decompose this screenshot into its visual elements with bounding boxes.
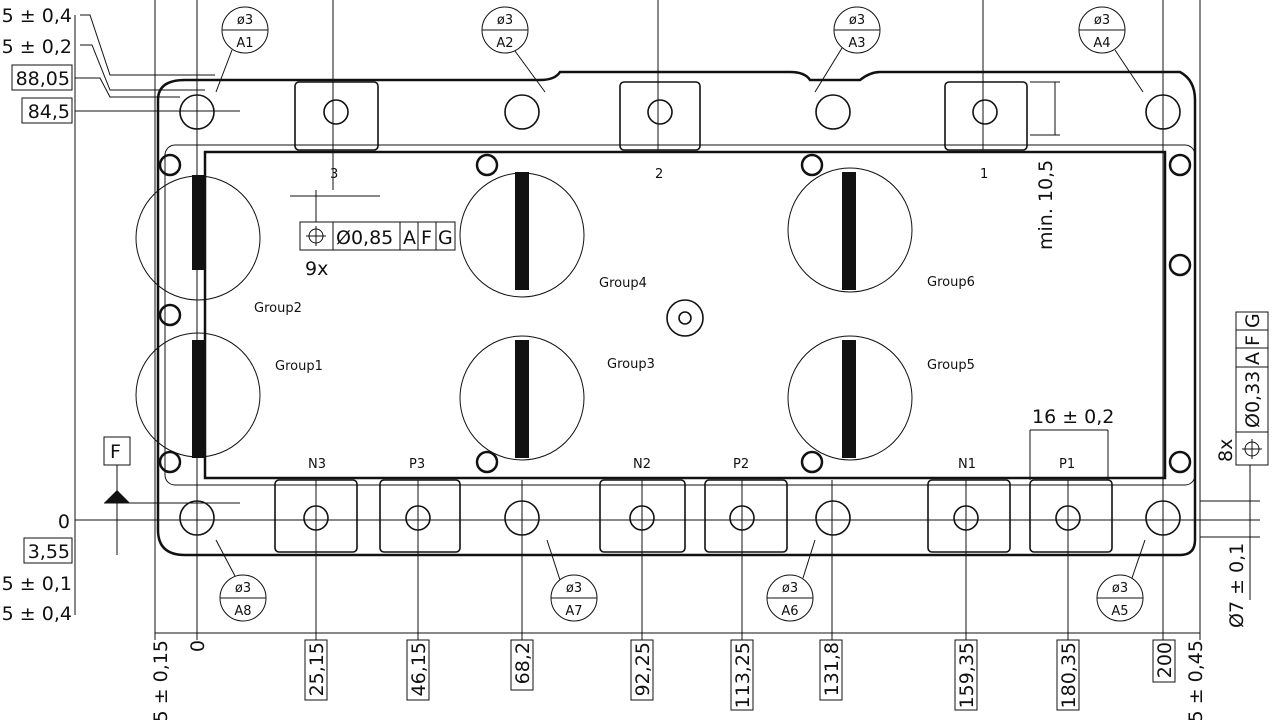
terminal-3-label: 3	[330, 167, 338, 182]
svg-text:A: A	[403, 227, 416, 249]
svg-text:46,15: 46,15	[408, 642, 430, 696]
svg-text:25 ± 0,1: 25 ± 0,1	[0, 573, 72, 595]
svg-text:ø3: ø3	[237, 13, 253, 28]
svg-text:A2: A2	[496, 36, 513, 51]
position-symbol-icon	[1242, 439, 1262, 459]
terminal-2-label: 2	[655, 167, 663, 182]
bottom-dimensions: 5 ± 0,15 0 25,15 46,15 68,2 92,25 113,25…	[150, 639, 1207, 720]
terminal-1-label: 1	[980, 167, 988, 182]
terminal-p1-label: P1	[1059, 457, 1075, 472]
svg-text:92,25: 92,25	[632, 642, 654, 696]
left-dimensions: 25 ± 0,4 75 ± 0,2 88,05 84,5 0 3,55 25 ±…	[0, 5, 215, 625]
svg-text:200: 200	[1154, 642, 1176, 678]
svg-text:8x: 8x	[1215, 439, 1237, 462]
group-circles: Group2 Group1 Group4 Group3 Group6 Group…	[135, 167, 975, 461]
svg-text:ø3: ø3	[235, 581, 251, 596]
svg-text:16 ± 0,2: 16 ± 0,2	[1032, 406, 1114, 428]
position-tolerance-frame-right: G F A Ø0,33	[1235, 311, 1269, 466]
terminal-n1-label: N1	[958, 457, 976, 472]
svg-text:F: F	[1242, 335, 1264, 346]
svg-text:A8: A8	[234, 604, 251, 619]
svg-text:ø3: ø3	[1112, 581, 1128, 596]
svg-text:F: F	[110, 441, 121, 463]
svg-text:A4: A4	[1093, 36, 1110, 51]
svg-text:25,15: 25,15	[306, 642, 328, 696]
position-symbol-icon	[306, 226, 326, 246]
terminal-p3-label: P3	[409, 457, 425, 472]
svg-text:0: 0	[187, 640, 209, 652]
svg-text:68,2: 68,2	[512, 642, 534, 684]
svg-text:F: F	[421, 227, 432, 249]
terminal-n2-label: N2	[633, 457, 651, 472]
position-tolerance-frame-inner: Ø0,85 A F G 9x	[290, 190, 456, 280]
mounting-holes	[158, 94, 1192, 536]
svg-text:G: G	[1242, 313, 1264, 328]
svg-text:Ø7 ± 0,1: Ø7 ± 0,1	[1226, 543, 1248, 628]
svg-text:ø3: ø3	[566, 581, 582, 596]
svg-text:ø3: ø3	[1094, 13, 1110, 28]
group4-label: Group4	[599, 276, 647, 291]
svg-text:A1: A1	[236, 36, 253, 51]
svg-text:A7: A7	[565, 604, 582, 619]
svg-text:min. 10,5: min. 10,5	[1035, 160, 1057, 250]
svg-text:159,35: 159,35	[956, 642, 978, 708]
svg-text:131,8: 131,8	[821, 642, 843, 696]
svg-text:A: A	[1242, 352, 1264, 365]
terminal-n3-label: N3	[308, 457, 326, 472]
svg-text:3,55: 3,55	[28, 541, 70, 563]
svg-text:25 ± 0,4: 25 ± 0,4	[0, 5, 72, 27]
terminal-labels: 3 2 1 N3 P3 N2 P2 N1 P1	[308, 167, 1075, 472]
svg-text:0: 0	[58, 511, 70, 533]
svg-text:ø3: ø3	[782, 581, 798, 596]
group3-label: Group3	[607, 357, 655, 372]
svg-text:75 ± 0,4: 75 ± 0,4	[0, 603, 72, 625]
svg-text:84,5: 84,5	[28, 101, 70, 123]
group1-label: Group1	[275, 359, 323, 374]
svg-text:A6: A6	[781, 604, 798, 619]
svg-text:Ø0,33: Ø0,33	[1242, 371, 1264, 428]
group6-label: Group6	[927, 275, 975, 290]
svg-text:5 ± 0,45: 5 ± 0,45	[1185, 640, 1207, 720]
svg-text:A5: A5	[1111, 604, 1128, 619]
terminal-p2-label: P2	[733, 457, 749, 472]
group2-label: Group2	[254, 301, 302, 316]
svg-text:G: G	[438, 227, 453, 249]
svg-text:ø3: ø3	[849, 13, 865, 28]
right-dimensions: min. 10,5 8x Ø7 ± 0,1 G F A Ø0,33	[1035, 160, 1269, 628]
svg-text:Ø0,85: Ø0,85	[336, 227, 393, 249]
svg-text:ø3: ø3	[497, 13, 513, 28]
svg-text:113,25: 113,25	[732, 642, 754, 708]
svg-text:5 ± 0,15: 5 ± 0,15	[150, 640, 172, 720]
group5-label: Group5	[927, 358, 975, 373]
svg-text:A3: A3	[848, 36, 865, 51]
datum-f: F	[103, 436, 240, 555]
svg-text:9x: 9x	[305, 258, 328, 280]
svg-text:75 ± 0,2: 75 ± 0,2	[0, 36, 72, 58]
svg-text:88,05: 88,05	[16, 68, 70, 90]
svg-text:180,35: 180,35	[1058, 642, 1080, 708]
pitch-dim: 16 ± 0,2	[1032, 406, 1114, 428]
module-housing	[156, 70, 1197, 557]
